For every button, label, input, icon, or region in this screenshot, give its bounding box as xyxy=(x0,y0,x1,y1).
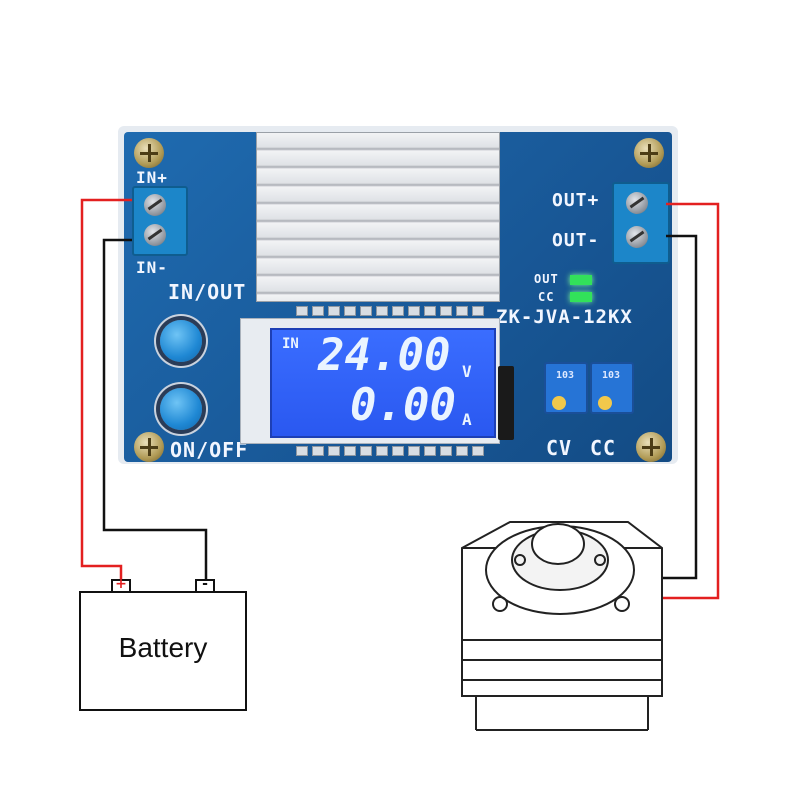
lcd-pin xyxy=(392,306,404,316)
lcd-voltage-value: 24.00 xyxy=(318,330,451,381)
led-cc-label: CC xyxy=(538,290,555,304)
lcd-pin xyxy=(344,306,356,316)
lcd-pin xyxy=(344,446,356,456)
lcd-pin xyxy=(312,306,324,316)
lcd-pin xyxy=(424,306,436,316)
terminal-screw-icon[interactable] xyxy=(144,224,166,246)
led-heatsink-load xyxy=(461,521,663,731)
in-plus-label: IN+ xyxy=(136,168,168,187)
lcd-pin xyxy=(440,446,452,456)
screw-icon xyxy=(134,138,164,168)
cv-pot-marking: 103 xyxy=(556,370,575,381)
lcd-pin xyxy=(328,446,340,456)
led-out-indicator xyxy=(570,275,592,285)
cv-label: CV xyxy=(546,436,573,460)
terminal-screw-icon[interactable] xyxy=(626,192,648,214)
lcd-pin xyxy=(440,306,452,316)
lcd-current-value: 0.00 xyxy=(350,380,456,431)
lcd-pin xyxy=(456,306,468,316)
cc-label: CC xyxy=(590,436,617,460)
lcd-pin xyxy=(456,446,468,456)
cc-potentiometer[interactable] xyxy=(590,362,634,414)
lcd-pin xyxy=(392,446,404,456)
led-cc-indicator xyxy=(570,292,592,302)
lcd-pin xyxy=(472,446,484,456)
in-out-button[interactable] xyxy=(160,320,202,362)
in-out-label: IN/OUT xyxy=(168,280,247,304)
out-plus-label: OUT+ xyxy=(552,190,600,211)
lcd-pin xyxy=(408,446,420,456)
pot-adjust-icon[interactable] xyxy=(598,396,612,410)
battery-minus-label: - xyxy=(202,576,208,592)
lcd-pin xyxy=(472,306,484,316)
screw-icon xyxy=(634,138,664,168)
battery-plus-label: + xyxy=(115,576,127,592)
battery-label: Battery xyxy=(118,632,208,663)
lcd-pin xyxy=(296,306,308,316)
on-off-label: ON/OFF xyxy=(170,438,249,462)
on-off-button[interactable] xyxy=(160,388,202,430)
cv-potentiometer[interactable] xyxy=(544,362,588,414)
lcd-pin xyxy=(376,446,388,456)
pot-adjust-icon[interactable] xyxy=(552,396,566,410)
output-negative-wire xyxy=(660,234,698,580)
header-pins xyxy=(498,366,514,440)
in-minus-label: IN- xyxy=(136,258,168,277)
screw-icon xyxy=(134,432,164,462)
led-out-label: OUT xyxy=(534,272,559,286)
lcd-current-unit: A xyxy=(462,410,472,429)
battery-negative-wire xyxy=(102,238,208,582)
output-positive-wire xyxy=(660,202,720,600)
lcd-pin xyxy=(312,446,324,456)
lcd-pin xyxy=(408,306,420,316)
lcd-pin xyxy=(328,306,340,316)
battery-symbol xyxy=(79,579,247,711)
model-label: ZK-JVA-12KX xyxy=(496,306,633,328)
lcd-pin xyxy=(424,446,436,456)
screw-icon xyxy=(636,432,666,462)
lcd-pin xyxy=(296,446,308,456)
heatsink xyxy=(256,132,500,302)
lcd-pin xyxy=(376,306,388,316)
lcd-in-label: IN xyxy=(282,336,299,352)
cc-pot-marking: 103 xyxy=(602,370,621,381)
battery-positive-wire xyxy=(80,198,132,582)
terminal-screw-icon[interactable] xyxy=(626,226,648,248)
terminal-screw-icon[interactable] xyxy=(144,194,166,216)
lcd-pin xyxy=(360,306,372,316)
lcd-voltage-unit: V xyxy=(462,362,472,381)
lcd-screen xyxy=(270,328,496,438)
out-minus-label: OUT- xyxy=(552,230,600,251)
lcd-pin xyxy=(360,446,372,456)
